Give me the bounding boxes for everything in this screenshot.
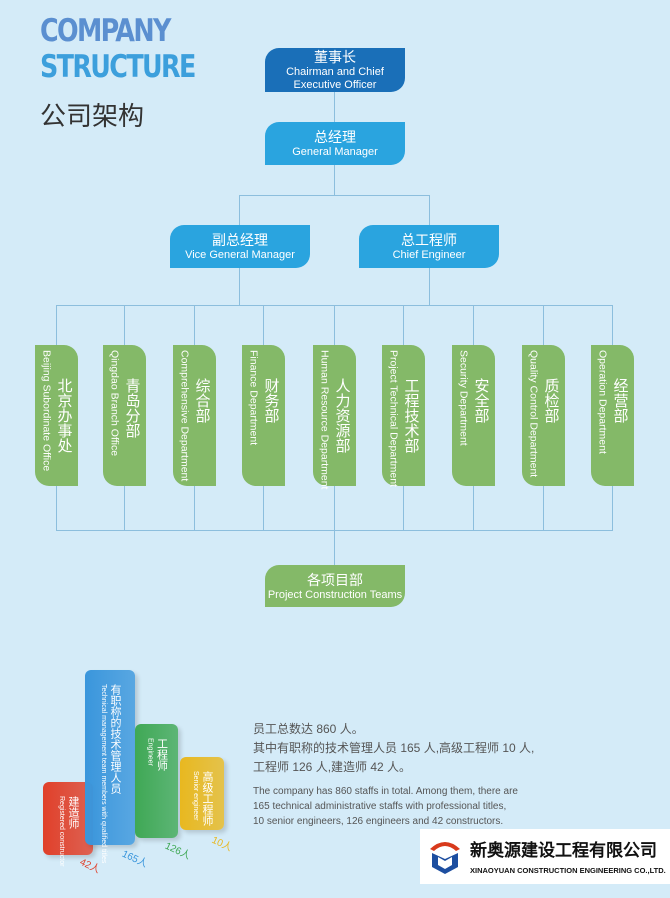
bar-label-cn: 高级工程师 bbox=[201, 771, 213, 826]
logo-cn: 新奥源建设工程有限公司 bbox=[470, 841, 657, 860]
connector bbox=[334, 165, 335, 195]
department-cn: 人力资源部 bbox=[333, 378, 351, 453]
info-cn-line: 其中有职称的技术管理人员 165 人,高级工程师 10 人, bbox=[253, 741, 535, 755]
gm-cn: 总经理 bbox=[314, 129, 356, 145]
connector bbox=[429, 268, 430, 305]
department-en: Operation Department bbox=[596, 350, 609, 454]
chairman-box: 董事长 Chairman and Chief Executive Officer bbox=[265, 48, 405, 92]
department-en: Human Resource Department bbox=[318, 350, 331, 490]
title-cn: 公司架构 bbox=[40, 102, 145, 132]
gm-en: General Manager bbox=[292, 146, 378, 158]
department-en: Project Technical Department bbox=[387, 350, 400, 487]
department-en: Beijing Subordinate Office bbox=[40, 350, 53, 472]
department-cn: 经营部 bbox=[611, 378, 629, 423]
chief-engineer-cn: 总工程师 bbox=[401, 232, 457, 248]
gm-box: 总经理 General Manager bbox=[265, 122, 405, 165]
title-structure: STRUCTURE bbox=[40, 49, 196, 85]
connector bbox=[239, 195, 240, 225]
title-company: COMPANY bbox=[40, 13, 171, 49]
bar-value-label: 165人 bbox=[120, 848, 149, 870]
department-cn: 综合部 bbox=[193, 378, 211, 423]
bar-label-en: Senior engineer bbox=[192, 771, 199, 821]
connector bbox=[239, 268, 240, 305]
info-cn-line: 工程师 126 人,建造师 42 人。 bbox=[253, 760, 412, 774]
bar-value-label: 10人 bbox=[209, 834, 234, 854]
logo-emblem-icon bbox=[430, 842, 460, 874]
vgm-en: Vice General Manager bbox=[185, 249, 295, 261]
department-en: Quality Control Department bbox=[527, 350, 540, 478]
department-cn: 财务部 bbox=[262, 378, 280, 423]
chairman-en: Chairman and Chief Executive Officer bbox=[286, 66, 384, 91]
info-en-line: 10 senior engineers, 126 engineers and 4… bbox=[253, 816, 504, 827]
department-en: Finance Department bbox=[247, 350, 260, 446]
teams-cn: 各项目部 bbox=[307, 571, 363, 588]
bar-label-en: Engineer bbox=[146, 738, 154, 767]
company-logo: 新奥源建设工程有限公司 XINAOYUAN CONSTRUCTION ENGIN… bbox=[420, 829, 670, 884]
department-cn: 安全部 bbox=[472, 378, 490, 423]
bar-label-en: Registered constructor bbox=[58, 796, 65, 867]
department-en: Comprehensive Department bbox=[178, 350, 191, 482]
chief-engineer-en: Chief Engineer bbox=[392, 249, 466, 261]
department-cn: 工程技术部 bbox=[402, 378, 420, 453]
department-en: Qingdao Branch Office bbox=[108, 350, 121, 457]
vgm-cn: 副总经理 bbox=[212, 232, 268, 248]
bar-label-cn: 建造师 bbox=[67, 796, 79, 829]
department-cn: 青岛分部 bbox=[123, 378, 141, 438]
connector bbox=[239, 195, 430, 196]
connector bbox=[334, 530, 335, 565]
bar-value-label: 126人 bbox=[163, 840, 192, 862]
department-en: Security Department bbox=[457, 350, 470, 446]
teams-box: 各项目部 Project Construction Teams bbox=[265, 565, 405, 607]
bar-label-en: Technical management team members with q… bbox=[100, 684, 107, 864]
logo-en: XINAOYUAN CONSTRUCTION ENGINEERING CO.,L… bbox=[470, 866, 666, 875]
vgm-box: 副总经理 Vice General Manager bbox=[170, 225, 310, 268]
connector bbox=[334, 92, 335, 122]
department-cn: 质检部 bbox=[542, 378, 560, 423]
department-cn: 北京办事处 bbox=[55, 378, 73, 453]
bar-label-cn: 有职称的技术管理人员 bbox=[109, 684, 121, 794]
info-en-line: The company has 860 staffs in total. Amo… bbox=[253, 786, 518, 797]
bar: Technical management team members with q… bbox=[85, 670, 135, 864]
info-en-line: 165 technical administrative staffs with… bbox=[253, 801, 507, 812]
chairman-cn: 董事长 bbox=[314, 49, 356, 65]
chief-engineer-box: 总工程师 Chief Engineer bbox=[359, 225, 499, 268]
connector bbox=[429, 195, 430, 225]
bar-label-cn: 工程师 bbox=[155, 738, 168, 772]
info-cn: 员工总数达 860 人。 其中有职称的技术管理人员 165 人,高级工程师 10… bbox=[253, 720, 534, 777]
info-en: The company has 860 staffs in total. Amo… bbox=[253, 784, 518, 829]
teams-en: Project Construction Teams bbox=[267, 588, 403, 601]
info-cn-line: 员工总数达 860 人。 bbox=[253, 722, 364, 736]
